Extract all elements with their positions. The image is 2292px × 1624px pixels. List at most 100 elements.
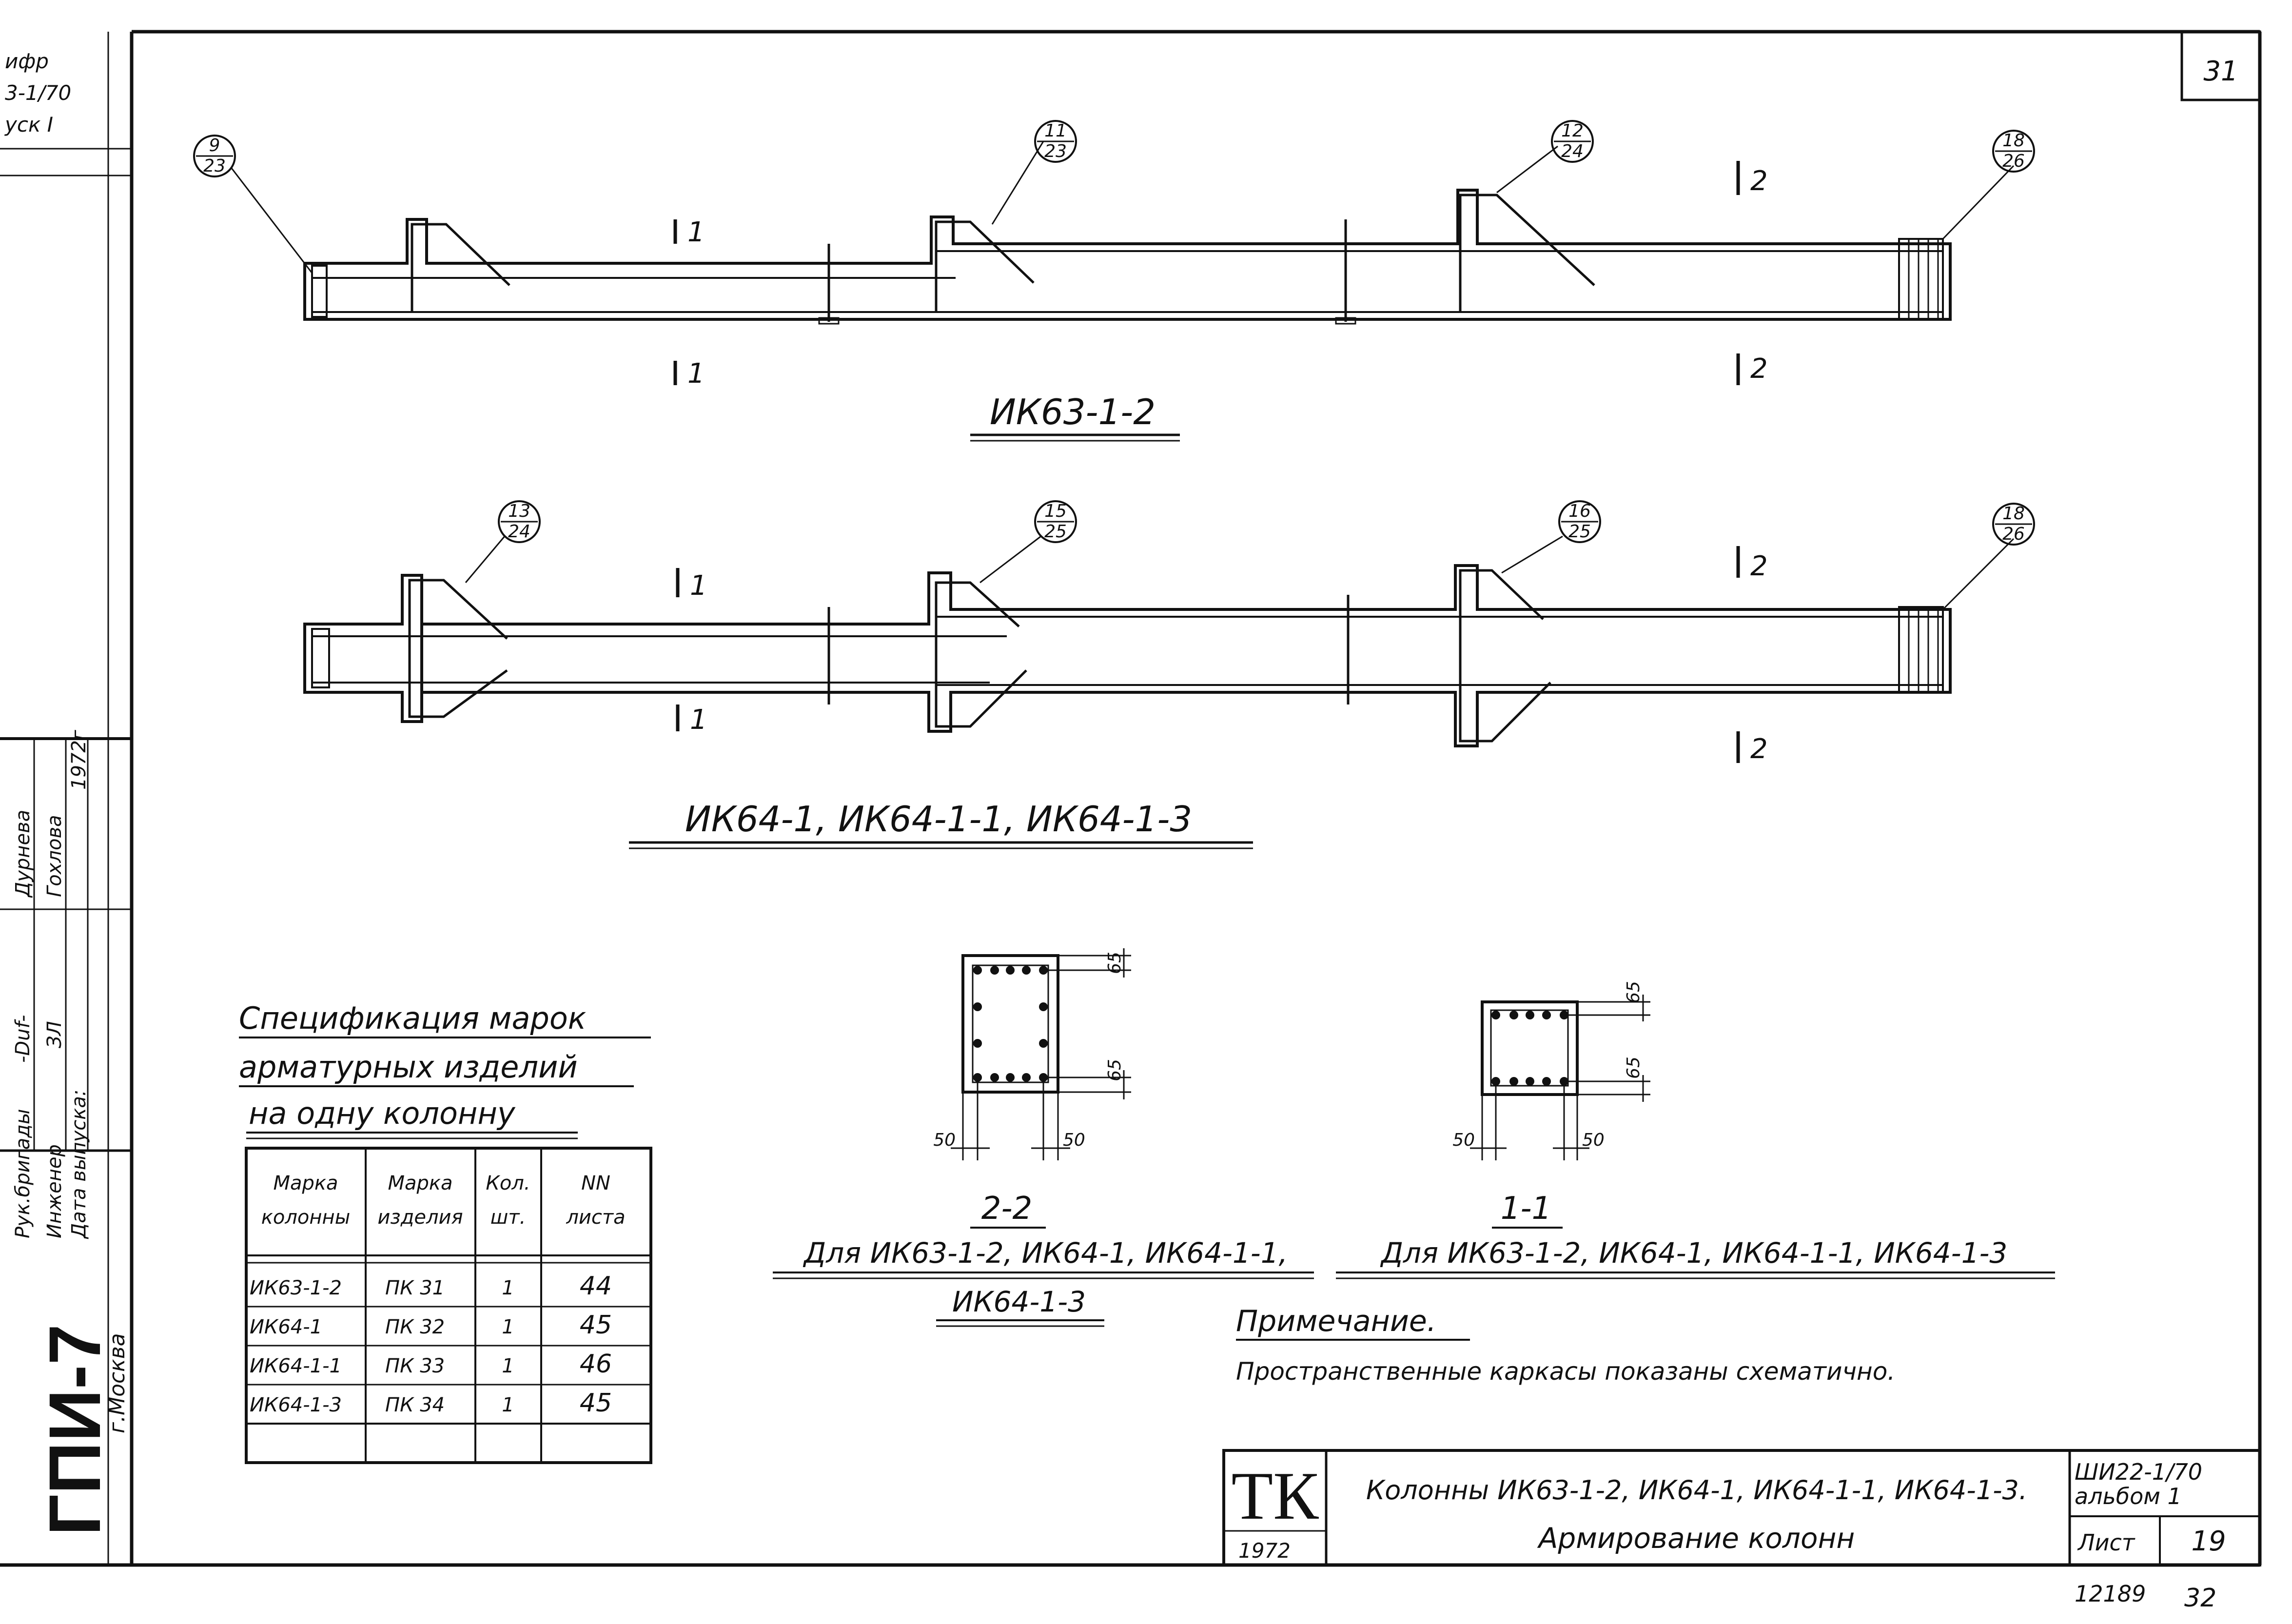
- titleblock-line-2: Армирование колонн: [1537, 1522, 1855, 1555]
- callout-ik64-1: 13 24: [498, 500, 541, 543]
- cell-column-mark: ИК64-1: [250, 1316, 322, 1338]
- sheet-frame: [0, 30, 2262, 1567]
- signature-mark-2: ЗЛ: [43, 1021, 66, 1048]
- column-drawing-ik64: [303, 535, 2015, 763]
- cell-item-mark: ПК 31: [385, 1277, 445, 1299]
- cell-sheet-number: 45: [580, 1311, 612, 1340]
- callout-top: 9: [209, 136, 220, 156]
- spec-title-line-1: Спецификация марок: [239, 1000, 587, 1036]
- column-drawing-ik63: [231, 141, 2015, 385]
- section-1-1-title: 1-1: [1501, 1191, 1552, 1227]
- callout-bottom: 23: [203, 156, 226, 176]
- release-year: 1972г: [68, 729, 90, 790]
- spec-table-grid: [245, 1147, 652, 1464]
- section-2-2-subtitle-2: ИК64-1-3: [952, 1285, 1086, 1318]
- cell-column-mark: ИК64-1-1: [250, 1355, 342, 1377]
- titleblock-code-line-2: альбом 1: [2075, 1483, 2182, 1509]
- signature-mark-1: -Duf-: [12, 1015, 34, 1063]
- callout-top: 13: [508, 501, 530, 521]
- cut-label: 1: [687, 358, 705, 390]
- table-row: ИК64-1-3 ПК 34 1 45: [250, 1389, 612, 1418]
- drawing-2-title: ИК64-1, ИК64-1-1, ИК64-1-3: [685, 799, 1192, 840]
- section-1-1-subtitle: Для ИК63-1-2, ИК64-1, ИК64-1-1, ИК64-1-3: [1380, 1236, 2008, 1270]
- stamp-number-2: 32: [2184, 1584, 2216, 1613]
- dim-label: 50: [933, 1130, 956, 1150]
- tk-logo: ТК: [1232, 1458, 1319, 1534]
- left-strip: [0, 148, 132, 1152]
- callout-ik63-1: 9 23: [193, 135, 236, 177]
- header-quantity-2: шт.: [490, 1206, 526, 1229]
- section-2-2-subtitle-1: Для ИК63-1-2, ИК64-1, ИК64-1-1,: [803, 1236, 1288, 1270]
- callout-ik64-3: 16 25: [1558, 500, 1601, 543]
- table-row: ИК64-1 ПК 32 1 45: [250, 1311, 612, 1340]
- cut-label: 2: [1750, 733, 1768, 765]
- top-sheet-number: 31: [2203, 56, 2238, 87]
- role-release-date: Дата выпуска:: [68, 1090, 90, 1239]
- callout-bottom: 26: [2002, 524, 2025, 544]
- table-row: ИК63-1-2 ПК 31 1 44: [250, 1272, 612, 1301]
- callout-ik63-3: 12 24: [1551, 120, 1594, 163]
- title-block: [1222, 1449, 2261, 1566]
- cell-quantity: 1: [502, 1316, 514, 1338]
- spec-table-header: Марка колонны Марка изделия Кол. шт. NN …: [261, 1172, 626, 1229]
- section-1-1-drawing: [1470, 995, 1650, 1160]
- organization-name: ГПИ-7: [34, 1324, 116, 1536]
- section-2-2-drawing: [951, 948, 1131, 1160]
- titleblock-line-1: Колонны ИК63-1-2, ИК64-1, ИК64-1-1, ИК64…: [1366, 1475, 2027, 1506]
- cut-label: 1: [690, 570, 707, 602]
- dim-label: 65: [1105, 1059, 1125, 1081]
- cell-sheet-number: 46: [580, 1350, 612, 1379]
- header-item-mark-1: Марка: [388, 1172, 452, 1194]
- callout-top: 11: [1044, 121, 1067, 141]
- callout-top: 18: [2002, 504, 2025, 524]
- callout-ik63-2: 11 23: [1034, 120, 1077, 163]
- cell-column-mark: ИК64-1-3: [250, 1394, 342, 1416]
- dim-label: 50: [1063, 1130, 1085, 1150]
- header-sheet-number-2: листа: [566, 1206, 625, 1229]
- callout-ik64-2: 15 25: [1034, 500, 1077, 543]
- titleblock-sheet-label: Лист: [2077, 1529, 2135, 1556]
- cut-label: 2: [1750, 353, 1768, 385]
- drawing-1-title: ИК63-1-2: [990, 391, 1156, 432]
- callout-bottom: 26: [2002, 151, 2025, 171]
- header-column-mark-2: колонны: [261, 1206, 351, 1229]
- spec-title-line-3: на одну колонну: [249, 1096, 516, 1131]
- callout-bottom: 24: [508, 522, 530, 542]
- callout-bottom: 25: [1044, 522, 1067, 542]
- header-item-mark-2: изделия: [377, 1206, 463, 1229]
- cell-quantity: 1: [502, 1277, 514, 1299]
- cell-item-mark: ПК 34: [385, 1394, 445, 1416]
- name-engineer: Гохлова: [43, 815, 66, 897]
- role-engineer: Инженер: [43, 1144, 66, 1238]
- callout-top: 12: [1561, 121, 1584, 141]
- titleblock-sheet-number: 19: [2191, 1526, 2226, 1557]
- header-sheet-number-1: NN: [581, 1172, 610, 1194]
- cell-item-mark: ПК 32: [385, 1316, 445, 1338]
- cell-quantity: 1: [502, 1355, 514, 1377]
- callout-ik63-4: 18 26: [1992, 130, 2035, 173]
- note-text: Пространственные каркасы показаны схемат…: [1236, 1357, 1895, 1386]
- section-2-2-title: 2-2: [981, 1191, 1033, 1227]
- left-code-line-3: уск I: [4, 113, 53, 137]
- left-code-line-1: ифр: [5, 49, 49, 73]
- callout-top: 18: [2002, 131, 2025, 151]
- callout-ik64-4: 18 26: [1992, 503, 2035, 546]
- callout-bottom: 23: [1044, 141, 1067, 161]
- name-brigade-lead: Дурнева: [12, 810, 34, 898]
- callout-top: 15: [1044, 501, 1067, 521]
- cell-column-mark: ИК63-1-2: [250, 1277, 342, 1299]
- cut-label: 1: [687, 216, 705, 248]
- stamp-number-1: 12189: [2075, 1581, 2146, 1607]
- dim-label: 65: [1624, 1057, 1644, 1079]
- dim-label: 50: [1582, 1130, 1605, 1150]
- left-code-line-2: 3-1/70: [5, 81, 71, 105]
- dim-label: 65: [1624, 981, 1644, 1003]
- note-title: Примечание.: [1236, 1304, 1436, 1338]
- cell-item-mark: ПК 33: [385, 1355, 445, 1377]
- dim-label: 65: [1105, 952, 1125, 974]
- cell-quantity: 1: [502, 1394, 514, 1416]
- cut-label: 1: [690, 704, 707, 736]
- dim-label: 50: [1452, 1130, 1475, 1150]
- callout-top: 16: [1568, 501, 1591, 521]
